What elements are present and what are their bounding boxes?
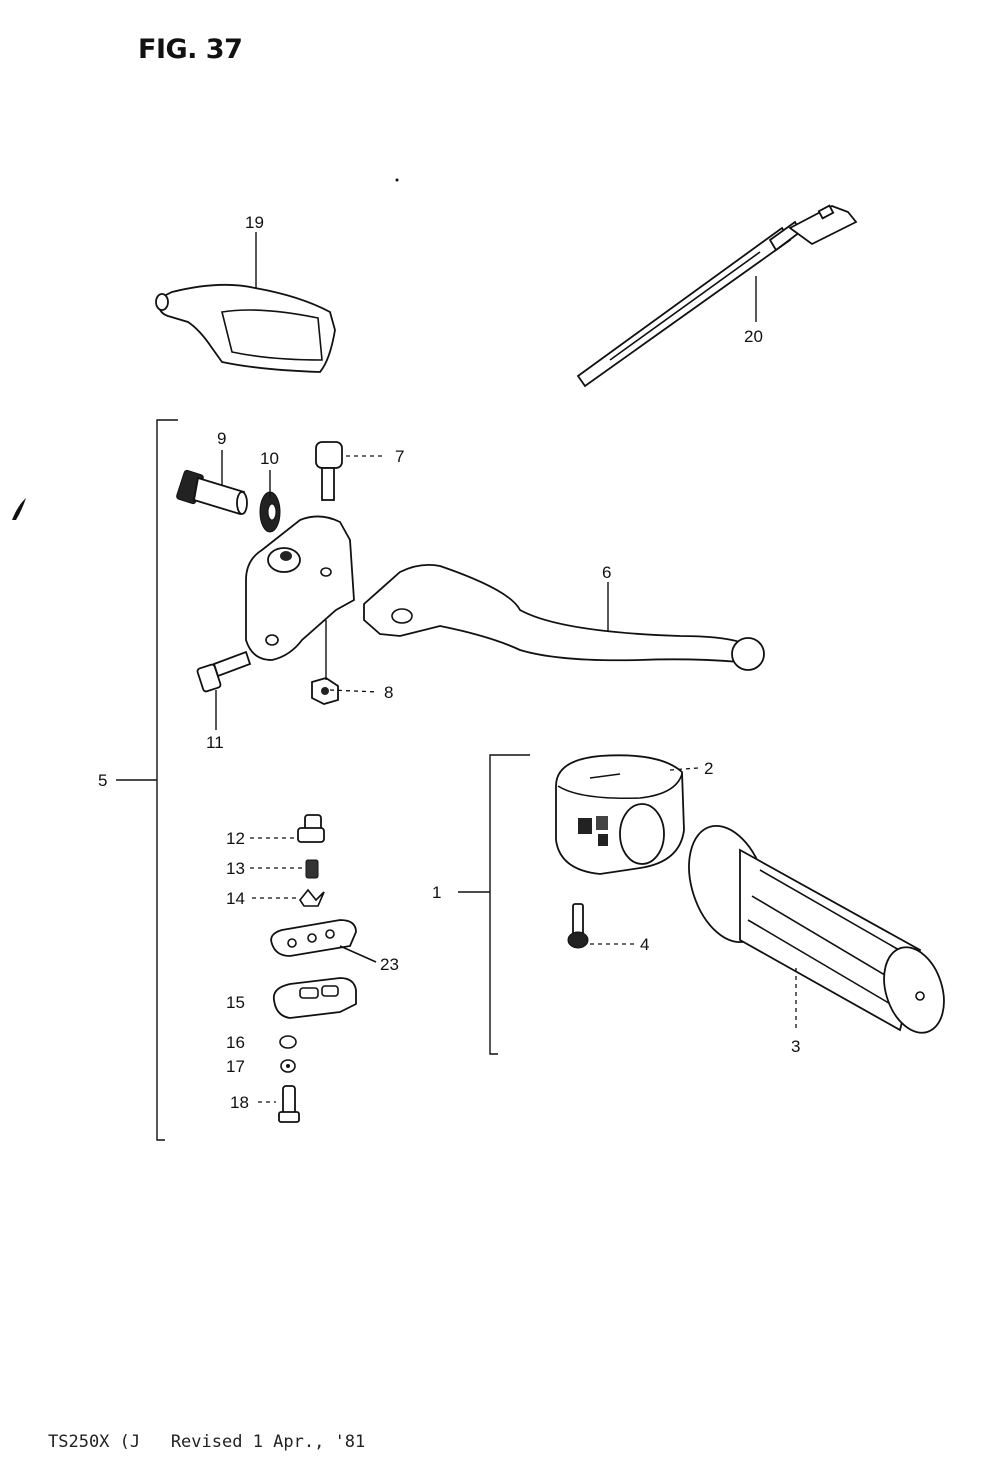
callout-10: 10 bbox=[260, 449, 279, 468]
callout-20: 20 bbox=[744, 327, 763, 346]
callout-11: 11 bbox=[206, 733, 224, 752]
part-14-clip bbox=[299, 888, 325, 907]
callout-14: 14 bbox=[226, 889, 245, 908]
callout-18: 18 bbox=[230, 1093, 249, 1112]
scan-mark bbox=[12, 498, 26, 520]
part-4-screw bbox=[567, 903, 589, 949]
callout-1: 1 bbox=[432, 883, 441, 902]
part-23-switch-plate bbox=[270, 919, 377, 963]
part-15-switch-body bbox=[272, 977, 357, 1019]
footer-revision-note: TS250X (J Revised 1 Apr., '81 bbox=[48, 1432, 366, 1452]
part-3-grip bbox=[688, 824, 945, 1034]
callout-19: 19 bbox=[245, 213, 264, 232]
part-11-bolt bbox=[196, 650, 252, 693]
callout-12: 12 bbox=[226, 829, 245, 848]
part-19-hand-guard bbox=[155, 283, 336, 373]
part-20-strap bbox=[576, 204, 858, 388]
callout-16: 16 bbox=[226, 1033, 245, 1052]
callout-6: 6 bbox=[602, 563, 611, 582]
callout-3: 3 bbox=[791, 1037, 800, 1056]
part-2-switch-housing bbox=[555, 754, 685, 875]
callout-13: 13 bbox=[226, 859, 245, 878]
lever-perch bbox=[245, 515, 355, 661]
assembly-bracket-1 bbox=[458, 754, 530, 1055]
part-13-spring bbox=[305, 859, 319, 879]
part-18-screw bbox=[278, 1085, 300, 1123]
callout-17: 17 bbox=[226, 1057, 245, 1076]
leader-lines bbox=[215, 232, 797, 1103]
callout-9: 9 bbox=[217, 429, 226, 448]
callout-2: 2 bbox=[704, 759, 713, 778]
callout-23: 23 bbox=[380, 955, 399, 974]
figure-title: FIG. 37 bbox=[138, 34, 243, 65]
callout-4: 4 bbox=[640, 935, 649, 954]
part-10-lock-nut bbox=[259, 491, 281, 533]
part-9-adjuster-bolt bbox=[176, 469, 248, 516]
part-17-washer bbox=[280, 1059, 296, 1073]
callout-7: 7 bbox=[395, 447, 404, 466]
scan-speck bbox=[395, 178, 399, 182]
part-6-clutch-lever bbox=[363, 563, 765, 671]
assembly-bracket-5 bbox=[116, 419, 178, 1141]
part-7-pivot-bolt bbox=[315, 441, 343, 501]
part-12-screw bbox=[297, 814, 325, 843]
callout-5: 5 bbox=[98, 771, 107, 790]
callout-8: 8 bbox=[384, 683, 393, 702]
part-8-nut bbox=[311, 677, 339, 705]
part-16-washer bbox=[279, 1035, 297, 1049]
callout-15: 15 bbox=[226, 993, 245, 1012]
